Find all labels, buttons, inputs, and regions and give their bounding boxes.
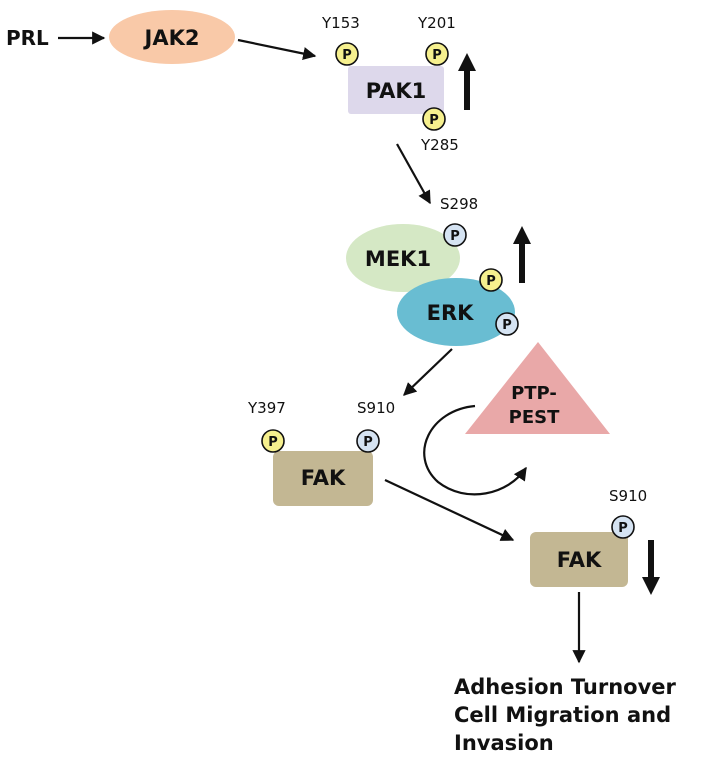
phospho-s910-bottom-letter: P	[618, 521, 628, 536]
jak2-shape	[109, 10, 235, 64]
y201-site-label: Y201	[417, 14, 456, 32]
mek1-node: MEK1	[346, 224, 460, 292]
phospho-s910-bottom-icon: P	[611, 515, 635, 539]
fak-top-shape	[273, 451, 373, 506]
phospho-y153-letter: P	[342, 48, 352, 63]
fak-bottom-label: FAK	[557, 548, 602, 572]
phospho-erk-blue-icon: P	[495, 312, 519, 336]
ptp-pest-dephosphorylation-arrow	[423, 404, 527, 496]
outcome-text: Adhesion Turnover Cell Migration and Inv…	[454, 675, 676, 755]
phospho-erk-yellow-letter: P	[486, 274, 496, 289]
fak-top-node: FAK	[273, 451, 373, 506]
phospho-s910-top-letter: P	[363, 435, 373, 450]
pak1-node: PAK1	[348, 66, 444, 114]
phospho-y285-icon: P	[422, 107, 446, 131]
y397-site-label: Y397	[247, 399, 286, 417]
s298-site-label: S298	[440, 195, 478, 213]
phospho-s298-icon: P	[443, 223, 467, 247]
erk-shape	[397, 278, 515, 346]
pak1-shape	[348, 66, 444, 114]
y285-site-label: Y285	[420, 136, 459, 154]
jak2-label: JAK2	[143, 26, 200, 50]
fak-bottom-shape	[530, 532, 628, 587]
phospho-y153-icon: P	[335, 42, 359, 66]
prl-label: PRL	[6, 26, 49, 50]
fak-to-fak-arrow	[384, 479, 515, 541]
phospho-y201-icon: P	[425, 42, 449, 66]
outcome-line3: Invasion	[454, 731, 554, 755]
phospho-s910-top-icon: P	[356, 429, 380, 453]
pak1-label: PAK1	[366, 79, 427, 103]
phospho-y397-icon: P	[261, 429, 285, 453]
phospho-erk-yellow-icon: P	[479, 268, 503, 292]
pak1-to-mek1-arrow	[396, 143, 431, 205]
phospho-y397-letter: P	[268, 435, 278, 450]
phospho-y201-letter: P	[432, 48, 442, 63]
jak2-node: JAK2	[109, 10, 235, 64]
mek1-label: MEK1	[365, 247, 431, 271]
erk-label: ERK	[427, 301, 475, 325]
mek1-shape	[346, 224, 460, 292]
ptp-pest-label-line2: PEST	[509, 407, 560, 428]
outcome-line2: Cell Migration and	[454, 703, 671, 727]
fak-bottom-node: FAK	[530, 532, 628, 587]
s910-bottom-site-label: S910	[609, 487, 647, 505]
erk-node: ERK	[397, 278, 515, 346]
phospho-erk-blue-letter: P	[502, 318, 512, 333]
y153-site-label: Y153	[321, 14, 360, 32]
jak2-to-pak1-arrow	[237, 38, 317, 61]
phospho-s298-letter: P	[450, 229, 460, 244]
fak-top-label: FAK	[301, 466, 346, 490]
erk-to-fak-arrow	[403, 348, 453, 396]
ptp-pest-node: PTP- PEST	[465, 342, 610, 434]
phospho-y285-letter: P	[429, 113, 439, 128]
ptp-pest-shape	[465, 342, 610, 434]
ptp-pest-label-line1: PTP-	[511, 383, 557, 404]
s910-top-site-label: S910	[357, 399, 395, 417]
outcome-line1: Adhesion Turnover	[454, 675, 676, 699]
